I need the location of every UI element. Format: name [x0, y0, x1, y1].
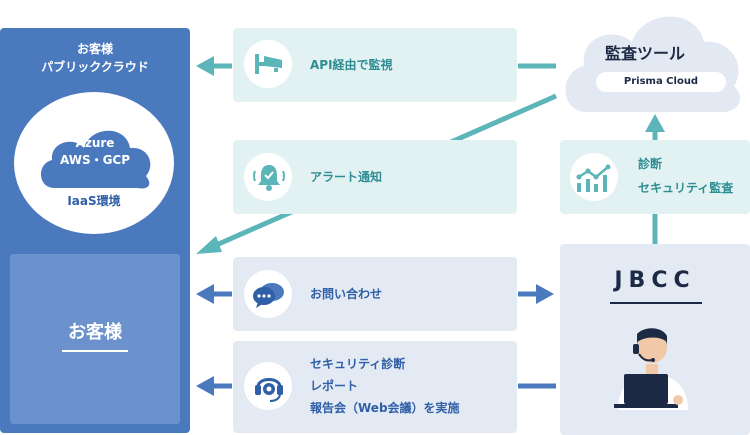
customer-title-line1: お客様: [76, 42, 113, 56]
inquiry-left-arrowhead: [196, 284, 214, 304]
bell-icon: [253, 165, 285, 191]
customer-box-label: お客様: [68, 322, 122, 343]
audit-tool-title: 監査ツール: [604, 44, 685, 63]
diagnosis-text: 診断 セキュリティ監査: [638, 152, 733, 200]
cloud-icon: [40, 130, 151, 189]
chat-bubbles-icon: [253, 283, 284, 308]
customer-title-line2: パブリッククラウド: [41, 60, 149, 74]
report-label: セキュリティ診断 レポート 報告会（Web会議）を実施: [310, 353, 460, 419]
cloud-provider-line1: Azure: [75, 136, 115, 150]
diagnosis-up-arrowhead: [645, 114, 665, 132]
report-left-arrowhead: [196, 376, 214, 396]
headset-gear-icon: [255, 378, 283, 402]
customer-box-underline: [62, 350, 128, 352]
alert-label: アラート通知: [310, 170, 383, 184]
diagnosis-line1: 診断: [638, 157, 663, 171]
report-line2: レポート: [310, 379, 359, 393]
audit-tool-product: Prisma Cloud: [596, 72, 726, 92]
cloud-provider-line2: AWS・GCP: [59, 153, 131, 167]
alert-arrowhead: [196, 236, 222, 254]
api-monitoring-label: API経由で監視: [310, 58, 393, 72]
jbcc-underline: [610, 302, 702, 304]
operator-illustration: [614, 328, 688, 410]
cloud-providers: Azure AWS・GCP: [40, 135, 150, 169]
inquiry-right-arrowhead: [536, 284, 554, 304]
diagnosis-line2: セキュリティ監査: [638, 181, 734, 195]
iaas-label: IaaS環境: [67, 194, 121, 208]
api-arrowhead: [196, 56, 214, 76]
inquiry-label: お問い合わせ: [310, 287, 383, 301]
jbcc-label: JBCC: [614, 268, 696, 293]
customer-box: [10, 254, 180, 424]
chart-icon: [576, 164, 611, 192]
report-line3: 報告会（Web会議）を実施: [310, 401, 460, 415]
customer-cloud-title: お客様 パブリッククラウド: [0, 40, 190, 76]
report-line1: セキュリティ診断: [310, 357, 406, 371]
camera-icon: [255, 54, 282, 74]
